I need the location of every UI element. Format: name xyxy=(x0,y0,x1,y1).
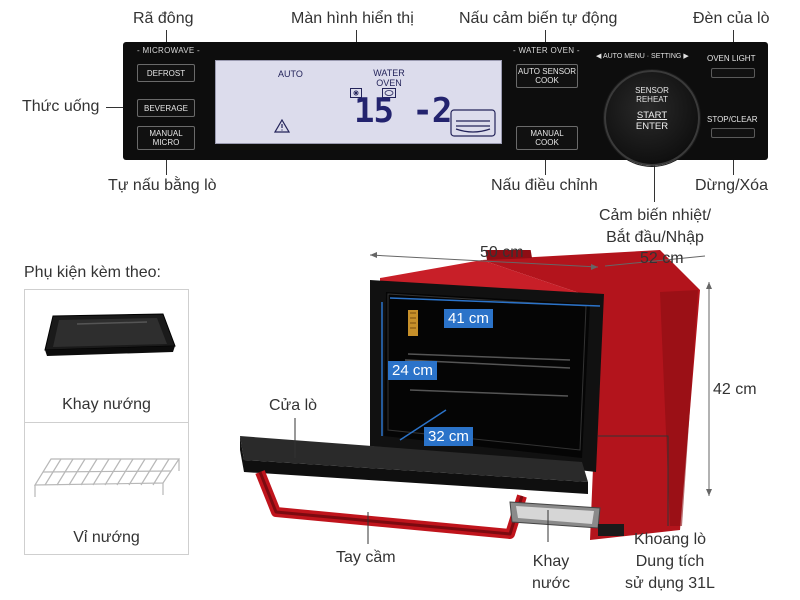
dial-ring-label: ◀ AUTO MENU · SETTING ▶ xyxy=(596,53,689,60)
lcd-water-oven: WATER OVEN xyxy=(366,68,412,88)
leader-beverage xyxy=(106,107,138,108)
dimension-depth: 52 cm xyxy=(640,250,684,267)
snowflake-icon xyxy=(350,88,362,98)
oven-light-label: OVEN LIGHT xyxy=(707,54,756,63)
sensor-dial[interactable]: SENSOR REHEAT START ENTER xyxy=(604,70,700,166)
callout-cavity-line3: sử dụng 31L xyxy=(625,575,715,592)
lcd-oven: OVEN xyxy=(376,78,402,88)
callout-oven-light: Đèn của lò xyxy=(693,10,770,27)
manual-cook-button[interactable]: MANUAL COOK xyxy=(516,126,578,150)
beverage-button-label: BEVERAGE xyxy=(143,103,188,113)
stop-clear-label: STOP/CLEAR xyxy=(707,115,758,124)
dial-bottom-1: START xyxy=(636,110,668,121)
dial-top-2: REHEAT xyxy=(636,95,668,104)
callout-auto-sensor: Nấu cảm biến tự động xyxy=(459,10,618,27)
manual-cook-label-2: COOK xyxy=(535,138,559,147)
baking-tray-image xyxy=(44,313,176,356)
callout-water-tray: Khay nước xyxy=(524,551,578,595)
lcd-digits: 15 -2 xyxy=(354,91,452,131)
dimension-inner-depth: 32 cm xyxy=(424,427,473,446)
dimension-width: 50 cm xyxy=(480,244,524,261)
callout-handle: Tay cầm xyxy=(336,549,396,566)
callout-manual-micro: Tự nấu bằng lò xyxy=(108,177,217,194)
callout-defrost: Rã đông xyxy=(133,10,194,27)
wire-rack-image xyxy=(33,458,181,497)
tray-card: Khay nướng xyxy=(24,289,189,424)
auto-sensor-cook-button[interactable]: AUTO SENSOR COOK xyxy=(516,64,578,88)
manual-micro-button-label-2: MICRO xyxy=(152,138,180,147)
rack-label: Vỉ nướng xyxy=(73,529,140,546)
callout-water-tray-line1: Khay xyxy=(532,553,570,570)
warning-icon xyxy=(274,119,290,133)
callout-sensor-start: Cảm biến nhiệt/ Bắt đầu/Nhập xyxy=(590,205,720,249)
leader-manual-micro xyxy=(166,145,167,175)
dial-top-1: SENSOR xyxy=(635,86,669,95)
leader-sensor-start xyxy=(654,130,655,202)
callout-sensor-start-line1: Cảm biến nhiệt/ xyxy=(598,207,712,224)
auto-sensor-label-2: COOK xyxy=(535,76,559,85)
dimension-inner-height: 24 cm xyxy=(388,361,437,380)
callout-cavity-line1: Khoang lò xyxy=(633,531,707,548)
callout-door: Cửa lò xyxy=(269,397,318,414)
manual-micro-button[interactable]: MANUAL MICRO xyxy=(137,126,195,150)
accessories-title: Phụ kiện kèm theo: xyxy=(24,264,161,281)
beverage-button[interactable]: BEVERAGE xyxy=(137,99,195,117)
manual-micro-button-label-1: MANUAL xyxy=(149,129,183,138)
callout-cavity-line2: Dung tích xyxy=(635,553,705,570)
manual-cook-label-1: MANUAL xyxy=(530,129,564,138)
defrost-button[interactable]: DEFROST xyxy=(137,64,195,82)
callout-cavity: Khoang lò Dung tích sử dụng 31L xyxy=(608,529,732,595)
microwave-group-title: - MICROWAVE - xyxy=(137,46,201,55)
oven-light-button[interactable] xyxy=(711,68,755,78)
leader-manual-cook xyxy=(545,145,546,175)
dial-sensor-reheat: SENSOR REHEAT xyxy=(606,86,698,104)
lcd-auto: AUTO xyxy=(278,69,303,79)
water-oven-group-title: - WATER OVEN - xyxy=(513,46,580,55)
callout-sensor-start-line2: Bắt đầu/Nhập xyxy=(606,229,704,246)
stop-clear-button[interactable] xyxy=(711,128,755,138)
callout-manual-cook: Nấu điều chỉnh xyxy=(491,177,598,194)
rack-card: Vỉ nướng xyxy=(24,422,189,555)
auto-sensor-label-1: AUTO SENSOR xyxy=(517,67,577,76)
dimension-height: 42 cm xyxy=(713,381,757,398)
callout-stop-clear: Dừng/Xóa xyxy=(695,177,768,194)
lcd-water: WATER xyxy=(373,68,405,78)
lcd-display: AUTO WATER OVEN 15 -2 xyxy=(215,60,502,144)
callout-beverage: Thức uống xyxy=(22,98,100,115)
steam-icon xyxy=(382,88,396,98)
tray-label: Khay nướng xyxy=(62,396,151,413)
defrost-button-label: DEFROST xyxy=(146,68,186,78)
callout-display: Màn hình hiển thị xyxy=(291,10,414,27)
callout-water-tray-line2: nước xyxy=(531,575,571,592)
oven-tray-icon xyxy=(450,109,496,137)
dimension-inner-width: 41 cm xyxy=(444,309,493,328)
dial-bottom-2: ENTER xyxy=(635,121,669,132)
dial-start-enter[interactable]: START ENTER xyxy=(606,110,698,132)
